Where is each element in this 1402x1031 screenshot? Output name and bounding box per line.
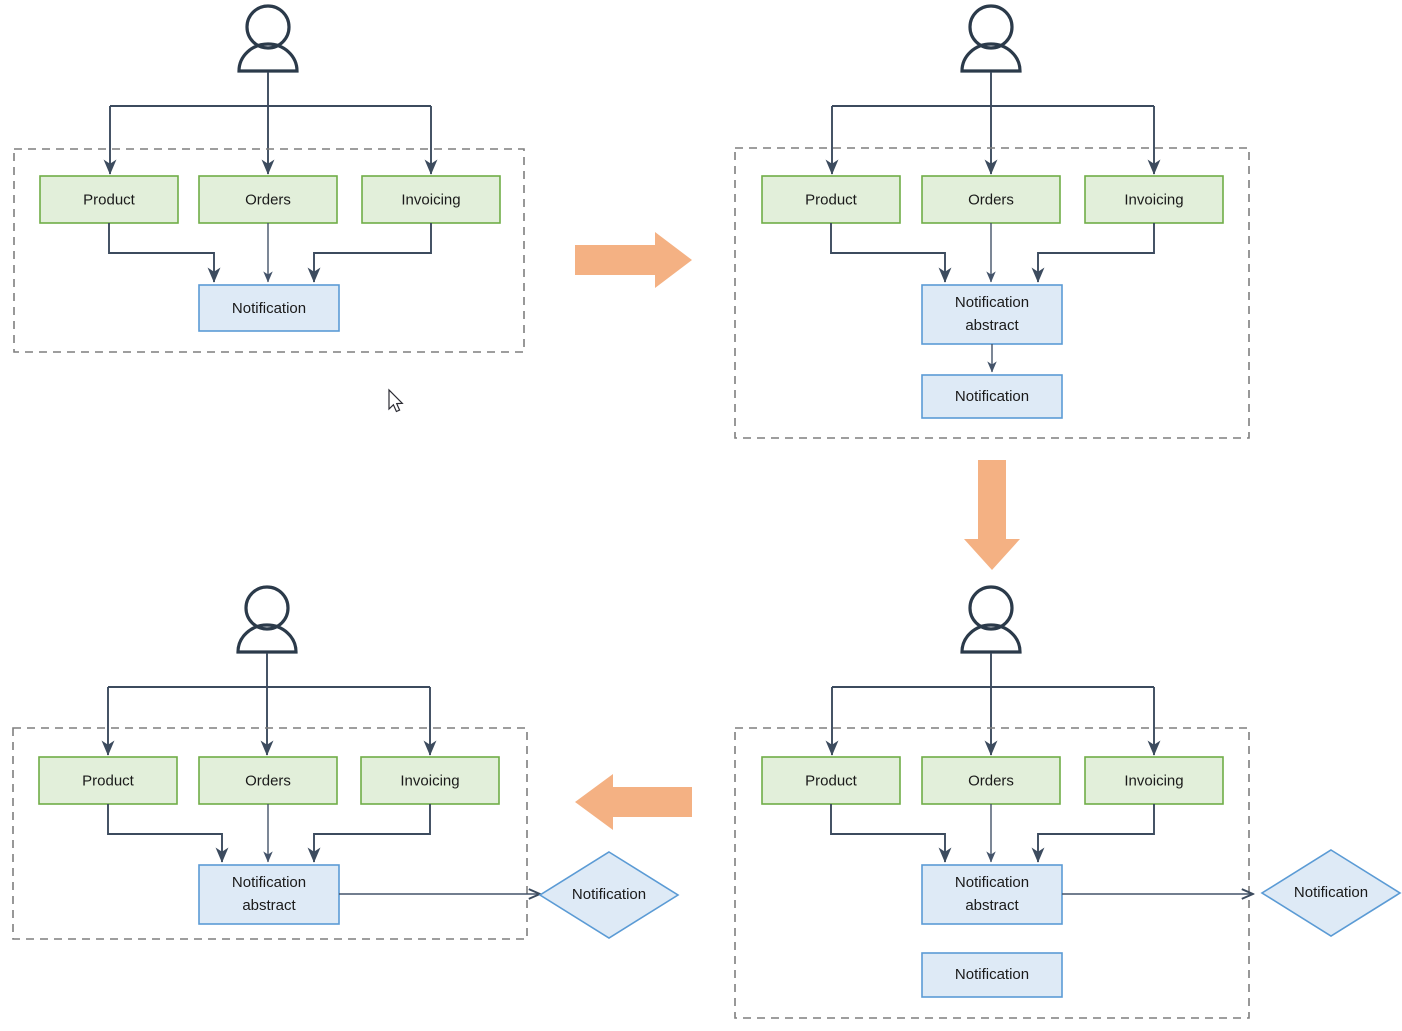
notification-abstract-label-line2-3: abstract: [965, 897, 1019, 914]
mouse-pointer-icon: [388, 388, 404, 413]
service-label-invoicing-1: Invoicing: [401, 191, 460, 208]
panel-bottom-right: Product Orders Invoicing Notification ab…: [734, 585, 1402, 1019]
notification-abstract-label-line1-2: Notification: [955, 294, 1029, 311]
system-boundary-4: [12, 727, 528, 940]
notification-abstract-label-line1-3: Notification: [955, 874, 1029, 891]
notification-box-1[interactable]: [198, 284, 340, 332]
service-box-orders-2[interactable]: [921, 175, 1061, 224]
actor-fanout-4: [108, 653, 430, 755]
connector-product-notification-1: [108, 223, 221, 283]
notification-abstract-label-line1-4: Notification: [232, 874, 306, 891]
system-boundary-1: [13, 148, 525, 353]
service-box-product-4[interactable]: [38, 756, 178, 805]
panel-top-right: Product Orders Invoicing Notification ab…: [734, 4, 1250, 439]
actor-fanout-3: [832, 653, 1154, 755]
service-box-invoicing-1[interactable]: [361, 175, 501, 224]
service-label-invoicing-2: Invoicing: [1124, 191, 1183, 208]
connector-invoicing-abstract-3: [1031, 804, 1155, 863]
external-notification-diamond-4[interactable]: [538, 851, 680, 939]
connector-invoicing-abstract-4: [307, 804, 431, 863]
service-label-invoicing-3: Invoicing: [1124, 772, 1183, 789]
panel-top-left: Product Orders Invoicing Notification: [13, 4, 525, 353]
notification-box-2[interactable]: [921, 374, 1063, 419]
notification-label-2: Notification: [955, 388, 1029, 405]
system-boundary-2: [734, 147, 1250, 439]
user-actor-icon-3: [960, 585, 1022, 654]
connector-invoicing-abstract-2: [1031, 223, 1155, 283]
external-notification-diamond-3[interactable]: [1260, 849, 1402, 937]
user-actor-icon-2: [960, 4, 1022, 73]
connector-product-abstract-3: [830, 804, 952, 863]
user-actor-icon-4: [236, 585, 298, 654]
external-notification-label-4: Notification: [572, 886, 646, 903]
step-arrow-right: [575, 232, 692, 288]
service-box-invoicing-4[interactable]: [360, 756, 500, 805]
notification-abstract-box-2[interactable]: [921, 284, 1063, 345]
service-label-orders-4: Orders: [245, 772, 291, 789]
service-label-orders-2: Orders: [968, 191, 1014, 208]
service-box-product-2[interactable]: [761, 175, 901, 224]
step-arrow-left: [575, 774, 692, 830]
service-label-product-3: Product: [805, 772, 858, 789]
connector-invoicing-notification-1: [307, 223, 432, 283]
connector-product-abstract-4: [107, 804, 229, 863]
notification-box-3[interactable]: [921, 952, 1063, 998]
system-boundary-3: [734, 727, 1250, 1019]
notification-abstract-label-line2-2: abstract: [965, 317, 1019, 334]
notification-label-1: Notification: [232, 300, 306, 317]
notification-abstract-box-4[interactable]: [198, 864, 340, 925]
actor-fanout-2: [832, 72, 1154, 174]
step-arrow-down: [964, 460, 1020, 570]
service-label-product-4: Product: [82, 772, 135, 789]
service-box-invoicing-2[interactable]: [1084, 175, 1224, 224]
service-box-product-3[interactable]: [761, 756, 901, 805]
service-label-product-1: Product: [83, 191, 136, 208]
service-box-invoicing-3[interactable]: [1084, 756, 1224, 805]
external-notification-label-3: Notification: [1294, 884, 1368, 901]
service-box-orders-3[interactable]: [921, 756, 1061, 805]
service-label-orders-3: Orders: [968, 772, 1014, 789]
user-actor-icon-1: [237, 4, 299, 73]
service-box-product-1[interactable]: [39, 175, 179, 224]
notification-abstract-label-line2-4: abstract: [242, 897, 296, 914]
service-label-invoicing-4: Invoicing: [400, 772, 459, 789]
panel-bottom-left: Product Orders Invoicing Notification ab…: [12, 585, 680, 940]
connector-product-abstract-2: [830, 223, 952, 283]
service-label-orders-1: Orders: [245, 191, 291, 208]
notification-label-3: Notification: [955, 966, 1029, 983]
actor-fanout-1: [110, 72, 431, 174]
service-label-product-2: Product: [805, 191, 858, 208]
